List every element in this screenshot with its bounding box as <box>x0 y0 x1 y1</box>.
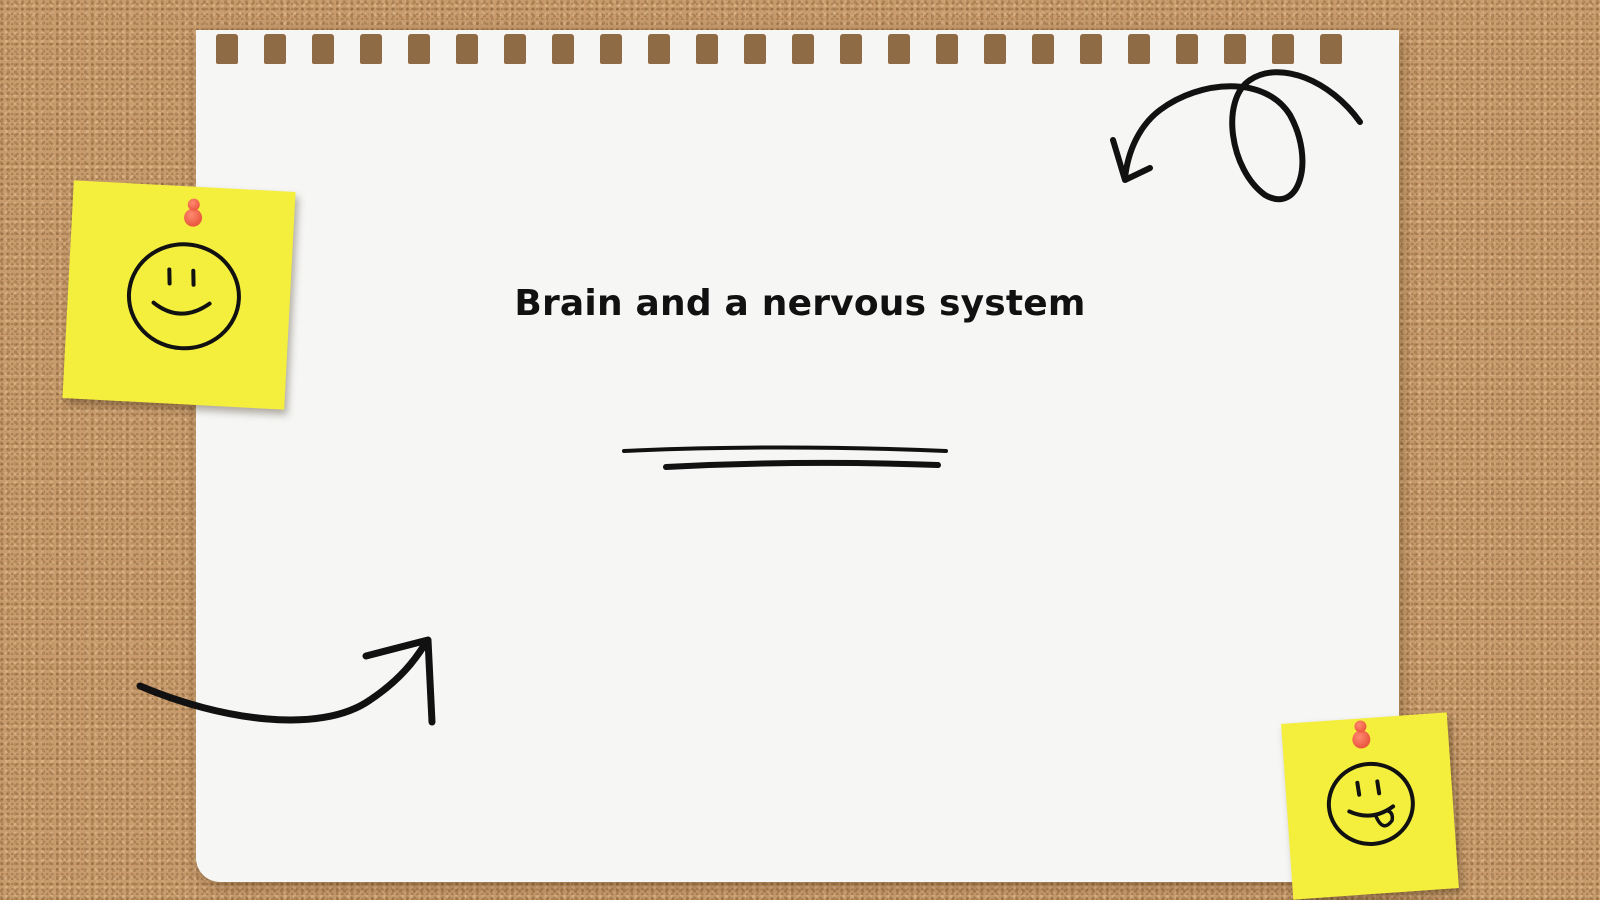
sticky-note-tongue-face <box>1281 712 1459 900</box>
paper-hole <box>216 34 238 64</box>
paper-hole <box>360 34 382 64</box>
sticky-note-smiley <box>62 180 296 410</box>
paper-hole <box>1128 34 1150 64</box>
paper-hole <box>312 34 334 64</box>
paper-hole <box>504 34 526 64</box>
paper-hole <box>648 34 670 64</box>
paper-hole <box>744 34 766 64</box>
paper-hole <box>408 34 430 64</box>
paper-hole <box>840 34 862 64</box>
paper-hole <box>792 34 814 64</box>
smiley-face-icon <box>126 242 241 351</box>
notebook-paper <box>196 30 1399 882</box>
tongue-out-face-icon <box>1326 761 1415 846</box>
paper-hole <box>1320 34 1342 64</box>
paper-hole <box>888 34 910 64</box>
paper-hole <box>696 34 718 64</box>
paper-hole <box>1032 34 1054 64</box>
paper-hole <box>1176 34 1198 64</box>
paper-hole <box>456 34 478 64</box>
paper-hole <box>264 34 286 64</box>
paper-hole <box>552 34 574 64</box>
paper-torn-holes <box>216 34 1366 70</box>
paper-hole <box>600 34 622 64</box>
paper-hole <box>1080 34 1102 64</box>
paper-hole <box>1224 34 1246 64</box>
slide-title: Brain and a nervous system <box>514 283 1086 324</box>
paper-hole <box>984 34 1006 64</box>
paper-hole <box>936 34 958 64</box>
paper-hole <box>1272 34 1294 64</box>
